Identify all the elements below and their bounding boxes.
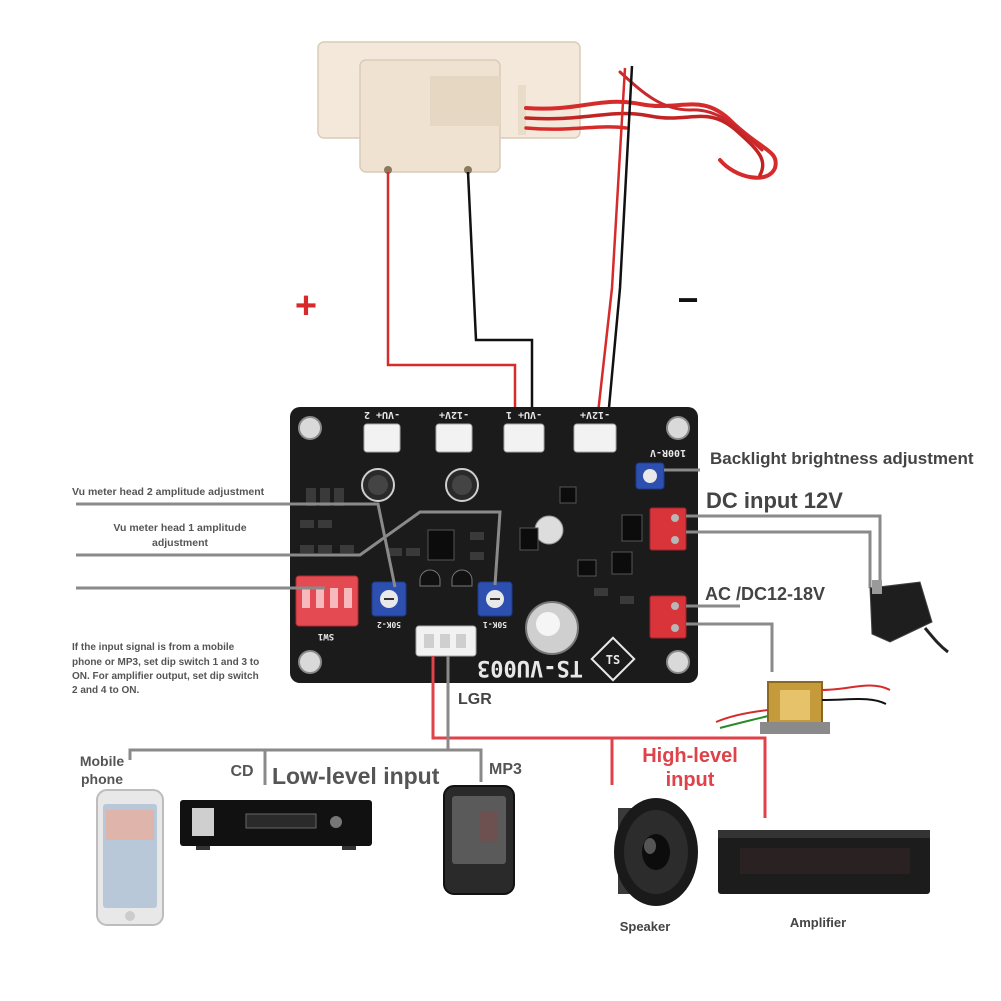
dip-note-line4: 2 and 4 to ON. <box>72 685 139 696</box>
mp3-player-device <box>443 785 515 895</box>
header-label-vu1: -VU+ 1 <box>506 409 542 420</box>
label-vu2-adjustment: Vu meter head 2 amplitude adjustment <box>72 486 265 498</box>
adjustment-leader-lines <box>76 502 502 590</box>
potentiometer-vu2[interactable] <box>371 581 407 617</box>
vu-driver-board: -VU+ 2 -12V+ -VU+ 1 -12V+ 100R-V <box>290 407 698 683</box>
label-backlight-adjustment: Backlight brightness adjustment <box>710 449 974 468</box>
ic-components <box>427 486 643 577</box>
label-speaker: Speaker <box>620 919 671 934</box>
power-wires <box>386 65 634 441</box>
dip-switch[interactable] <box>295 575 359 627</box>
header-connectors <box>363 423 617 453</box>
ac-terminal-block[interactable] <box>649 595 687 639</box>
label-cd: CD <box>230 763 253 780</box>
mobile-phone-device <box>96 789 164 926</box>
board-model-label: TS-VU003 <box>477 655 583 680</box>
potentiometer-vu1[interactable] <box>477 581 513 617</box>
label-dc-input: DC input 12V <box>706 488 843 513</box>
pot1-label: 50K-1 <box>483 620 507 629</box>
audio-input-connector[interactable] <box>415 625 477 657</box>
smd-resistors <box>300 488 634 604</box>
dc-power-adapter <box>869 580 949 654</box>
label-high-level-line1: High-level <box>642 745 738 767</box>
right-leader-lines <box>664 468 882 672</box>
capacitors <box>361 468 579 655</box>
input-wiring <box>128 656 767 818</box>
amplifier-device <box>718 830 930 894</box>
potentiometer-backlight[interactable] <box>635 462 665 490</box>
dip-note-line2: phone or MP3, set dip switch 1 and 3 to <box>72 657 259 668</box>
label-mobile-line2: phone <box>81 771 123 787</box>
header-label-12v-a: -12V+ <box>439 409 469 420</box>
label-high-level-line2: input <box>666 769 715 791</box>
plus-sign: + <box>295 285 317 327</box>
board-side-label: 100R-V <box>650 447 686 458</box>
dip-switch-label: SW1 <box>318 631 334 641</box>
label-vu1-adjustment-line1: Vu meter head 1 amplitude <box>113 522 246 534</box>
header-label-12v-b: -12V+ <box>580 409 610 420</box>
header-label-vu2: -VU+ 2 <box>364 409 400 420</box>
dip-note-line3: ON. For amplifier output, set dip switch <box>72 671 259 682</box>
lamp-lead-wires <box>524 70 778 180</box>
pot2-label: 50K-2 <box>377 620 401 629</box>
vu-meter-lamp <box>317 41 581 174</box>
speaker-device <box>614 798 698 906</box>
dip-note-line1: If the input signal is from a mobile <box>72 642 235 653</box>
minus-sign: − <box>677 279 698 320</box>
transistors <box>419 569 473 587</box>
ts-logo: TS <box>590 636 636 682</box>
label-vu1-adjustment-line2: adjustment <box>152 537 209 549</box>
label-amplifier: Amplifier <box>790 915 846 930</box>
label-low-level-input: Low-level input <box>272 763 440 789</box>
label-ac-dc-input: AC /DC12-18V <box>705 584 825 604</box>
label-mp3: MP3 <box>489 761 522 778</box>
label-mobile-line1: Mobile <box>80 753 125 769</box>
dc-terminal-block[interactable] <box>649 507 687 551</box>
cd-player-device <box>180 800 372 850</box>
svg-text:TS: TS <box>606 653 620 667</box>
ac-transformer <box>715 681 891 734</box>
label-lgr: LGR <box>458 691 492 708</box>
